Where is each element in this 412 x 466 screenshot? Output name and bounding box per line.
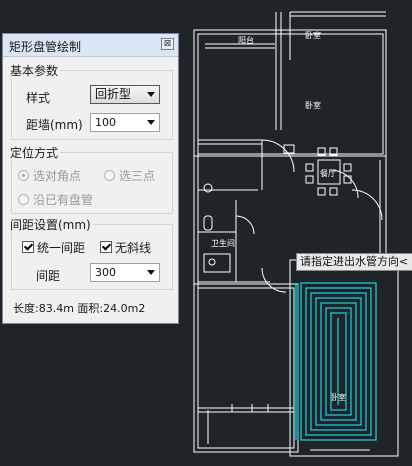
floor-plan-walls (193, 11, 399, 457)
radio-three-points[interactable]: 选三点 (104, 167, 155, 183)
close-button[interactable]: ⊠ (161, 38, 174, 50)
basic-params-title: 基本参数 (8, 62, 61, 79)
checkbox-icon (100, 241, 112, 253)
distance-select[interactable]: 100 (90, 113, 160, 132)
chevron-down-icon (147, 92, 155, 97)
radio-diagonal-label: 选对角点 (33, 169, 82, 183)
command-prompt-tooltip: 请指定进出水管方向< (296, 253, 412, 271)
style-select-value: 回折型 (95, 87, 132, 101)
dialog-titlebar[interactable]: 矩形盘管绘制 ⊠ (3, 34, 178, 57)
room-label-dining: 餐厅 (320, 169, 336, 178)
rect-coil-dialog: 矩形盘管绘制 ⊠ 基本参数 样式 回折型 距墙(mm) 100 定位方式 选对角… (2, 33, 179, 324)
locate-mode-title: 定位方式 (8, 144, 61, 161)
heating-pipe-coil[interactable] (295, 282, 377, 441)
style-select[interactable]: 回折型 (90, 85, 160, 104)
basic-params-group: 基本参数 样式 回折型 距墙(mm) 100 (8, 62, 173, 140)
length-area-summary: 长度:83.4m 面积:24.0m2 (13, 302, 146, 315)
radio-icon (18, 170, 29, 181)
locate-mode-group: 定位方式 选对角点 选三点 沿已有盘管 (8, 144, 173, 214)
spacing-title: 间距设置(mm) (8, 216, 93, 233)
spacing-select-value: 300 (95, 266, 116, 279)
dialog-title: 矩形盘管绘制 (9, 40, 82, 54)
distance-select-value: 100 (95, 116, 116, 129)
close-icon: ⊠ (163, 39, 172, 49)
checkbox-icon (22, 241, 34, 253)
uniform-spacing-checkbox[interactable]: 统一间距 (22, 239, 85, 255)
room-label-balcony: 阳台 (238, 35, 254, 45)
chevron-down-icon (147, 120, 155, 125)
room-label-bathroom: 卫生间 (211, 238, 235, 248)
room-label-bedroom-2: 卧室 (305, 100, 321, 110)
uniform-spacing-label: 统一间距 (37, 241, 86, 255)
no-slant-checkbox[interactable]: 无斜线 (100, 239, 151, 255)
radio-icon (18, 194, 29, 205)
chevron-down-icon (147, 270, 155, 275)
radio-along-existing[interactable]: 沿已有盘管 (18, 191, 93, 207)
no-slant-label: 无斜线 (115, 241, 152, 255)
distance-label: 距墙(mm) (26, 118, 83, 132)
tooltip-text: 请指定进出水管方向< (300, 255, 409, 268)
radio-icon (104, 170, 115, 181)
style-label: 样式 (26, 91, 51, 105)
spacing-select[interactable]: 300 (90, 263, 160, 282)
room-label-bedroom-1: 卧室 (305, 30, 321, 40)
spacing-label: 间距 (36, 269, 61, 283)
radio-along-label: 沿已有盘管 (33, 193, 94, 207)
radio-diagonal-points[interactable]: 选对角点 (18, 167, 81, 183)
radio-three-label: 选三点 (119, 169, 156, 183)
spacing-group: 间距设置(mm) 统一间距 无斜线 间距 300 (8, 216, 173, 290)
